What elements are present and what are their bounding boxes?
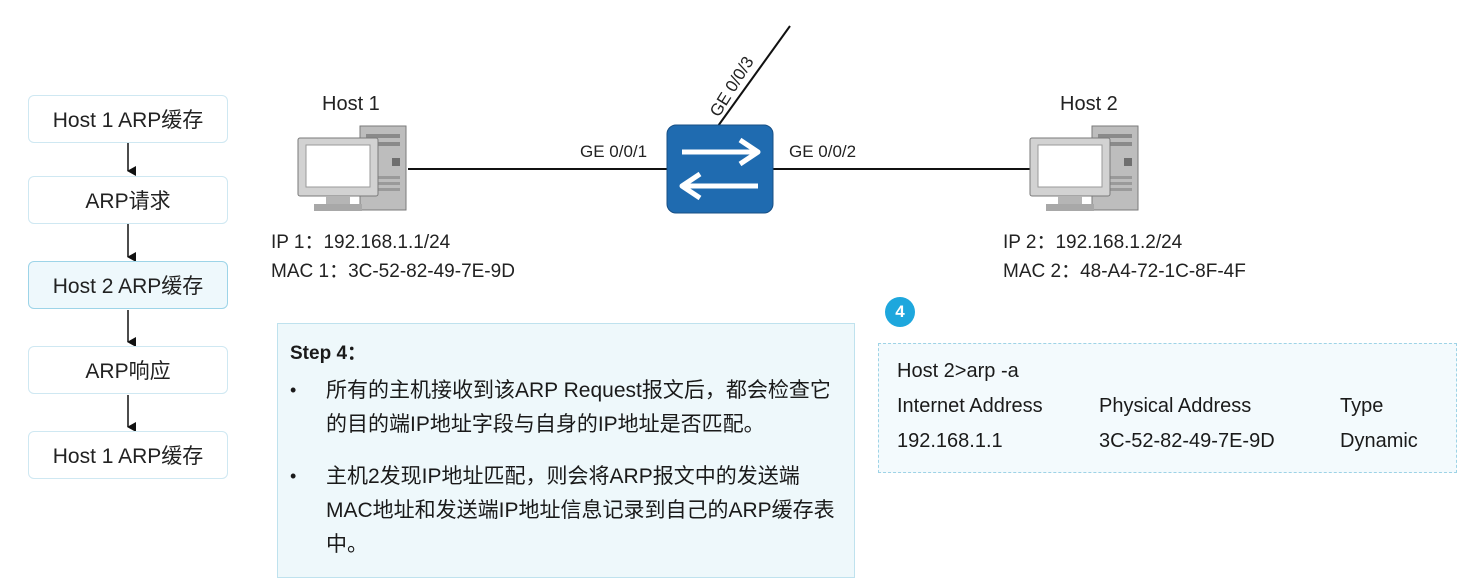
step-description-box: Step 4： • 所有的主机接收到该ARP Request报文后，都会检查它的… bbox=[277, 323, 855, 578]
host1-ip: IP 1：192.168.1.1/24 bbox=[271, 232, 451, 253]
arp-cell-type: Dynamic bbox=[1340, 430, 1418, 452]
arp-cell-ip: 192.168.1.1 bbox=[897, 430, 1003, 452]
host2-ip: IP 2：192.168.1.2/24 bbox=[1003, 232, 1183, 253]
flow-step-2: ARP请求 bbox=[28, 176, 228, 224]
step-title: Step 4： bbox=[290, 343, 367, 364]
flow-step-label: ARP请求 bbox=[85, 190, 171, 213]
port-label-ge002: GE 0/0/2 bbox=[789, 142, 857, 161]
step-bullet-1: 所有的主机接收到该ARP Request报文后，都会检查它的目的端IP地址字段与… bbox=[326, 379, 831, 436]
arp-header-physical-address: Physical Address bbox=[1099, 395, 1252, 417]
bullet-dot: • bbox=[290, 466, 297, 486]
flow-step-1: Host 1 ARP缓存 bbox=[28, 95, 228, 143]
arp-cell-mac: 3C-52-82-49-7E-9D bbox=[1099, 430, 1275, 452]
link-switch-uplink bbox=[717, 25, 791, 127]
bullet-dot: • bbox=[290, 380, 297, 400]
port-label-ge001: GE 0/0/1 bbox=[580, 142, 648, 161]
host2-mac: MAC 2：48-A4-72-1C-8F-4F bbox=[1003, 261, 1246, 282]
arp-table-box: Host 2>arp -a Internet Address Physical … bbox=[878, 343, 1457, 473]
step-bullet-2: 主机2发现IP地址匹配，则会将ARP报文中的发送端MAC地址和发送端IP地址信息… bbox=[326, 465, 835, 556]
flow-step-label: Host 2 ARP缓存 bbox=[52, 275, 204, 298]
flow-step-label: Host 1 ARP缓存 bbox=[52, 109, 204, 132]
arp-command: Host 2>arp -a bbox=[897, 360, 1019, 382]
flow-step-label: ARP响应 bbox=[85, 360, 171, 383]
flow-step-3: Host 2 ARP缓存 bbox=[28, 261, 228, 309]
flow-step-label: Host 1 ARP缓存 bbox=[52, 445, 204, 468]
flow-step-4: ARP响应 bbox=[28, 346, 228, 394]
host1-mac: MAC 1：3C-52-82-49-7E-9D bbox=[271, 261, 515, 282]
flow-step-5: Host 1 ARP缓存 bbox=[28, 431, 228, 479]
switch-icon bbox=[666, 124, 774, 214]
host1-label: Host 1 bbox=[322, 93, 380, 115]
computer-icon bbox=[1029, 125, 1139, 211]
host2-label: Host 2 bbox=[1060, 93, 1118, 115]
step-number-badge: 4 bbox=[885, 297, 915, 327]
arp-header-type: Type bbox=[1340, 395, 1384, 417]
arp-header-internet-address: Internet Address bbox=[897, 395, 1043, 417]
computer-icon bbox=[297, 125, 407, 211]
